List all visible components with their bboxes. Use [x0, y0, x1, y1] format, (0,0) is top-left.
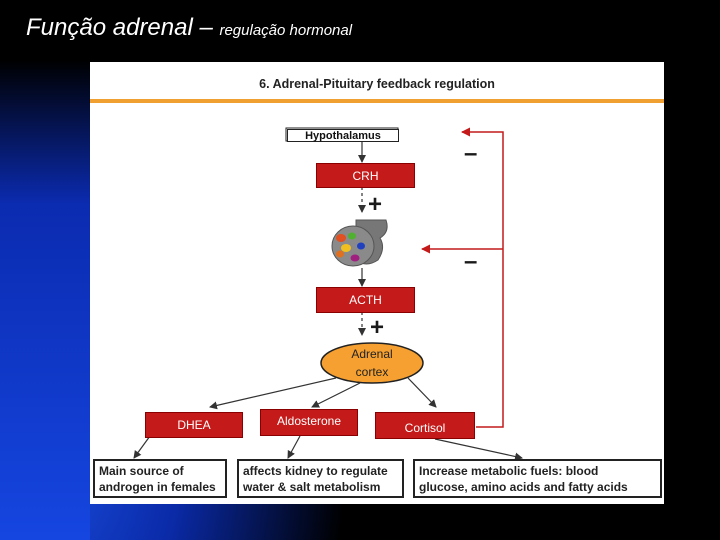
- slide-title-sub: regulação hormonal: [219, 22, 352, 39]
- arrow-aldosterone-desc: [288, 436, 300, 458]
- adrenal-label-line1: Adrenal: [351, 345, 392, 363]
- cortisol-box: Cortisol: [375, 412, 475, 439]
- plus-sign-acth: +: [370, 314, 384, 341]
- dhea-label: DHEA: [177, 418, 210, 432]
- arrow-adrenal-cortisol: [408, 378, 436, 407]
- adrenal-label-line2: cortex: [356, 363, 389, 381]
- feedback-to-hypothalamus: [462, 132, 503, 427]
- cortisol-desc-line1: Increase metabolic fuels: blood: [419, 463, 656, 479]
- aldo-desc-line2: water & salt metabolism: [243, 479, 398, 495]
- hypothalamus-label: Hypothalamus: [287, 129, 399, 142]
- crh-label: CRH: [353, 169, 379, 183]
- dhea-desc-line2: androgen in females: [99, 479, 221, 495]
- slide-title-dash: –: [193, 14, 220, 41]
- aldosterone-label: Aldosterone: [277, 414, 341, 428]
- acth-box: ACTH: [316, 287, 415, 313]
- arrow-adrenal-dhea: [210, 378, 336, 407]
- aldosterone-description: affects kidney to regulate water & salt …: [237, 459, 404, 498]
- aldosterone-box: Aldosterone: [260, 409, 358, 436]
- arrow-cortisol-desc: [435, 439, 522, 458]
- diagram-panel: 6. Adrenal-Pituitary feedback regulation: [90, 62, 664, 504]
- plus-sign-crh: +: [368, 191, 382, 218]
- background-band: [0, 60, 90, 540]
- dhea-description: Main source of androgen in females: [93, 459, 227, 498]
- cortisol-label: Cortisol: [405, 421, 446, 435]
- slide-title: Função adrenal – regulação hormonal: [26, 14, 352, 42]
- pituitary-icon: [332, 220, 387, 266]
- adrenal-cortex-label: Adrenal cortex: [321, 344, 423, 382]
- cortisol-desc-line2: glucose, amino acids and fatty acids: [419, 479, 656, 495]
- arrow-dhea-desc: [134, 436, 150, 458]
- dhea-box: DHEA: [145, 412, 243, 438]
- slide-title-main: Função adrenal: [26, 14, 193, 41]
- minus-sign-hypothalamus: –: [464, 140, 477, 167]
- crh-box: CRH: [316, 163, 415, 188]
- arrow-adrenal-aldosterone: [312, 383, 360, 407]
- dhea-desc-line1: Main source of: [99, 463, 221, 479]
- acth-label: ACTH: [349, 293, 382, 307]
- minus-sign-pituitary: –: [464, 248, 477, 275]
- aldo-desc-line1: affects kidney to regulate: [243, 463, 398, 479]
- cortisol-description: Increase metabolic fuels: blood glucose,…: [413, 459, 662, 498]
